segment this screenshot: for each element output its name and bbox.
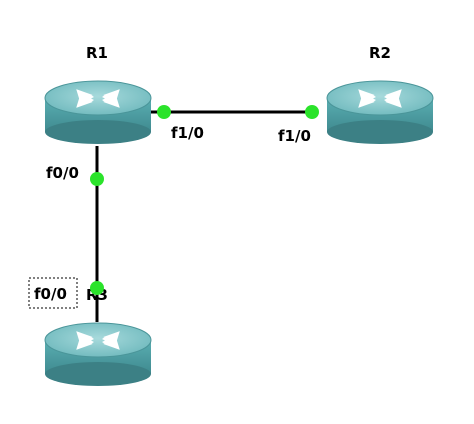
port-label-r1-f0-0: f0/0	[46, 164, 79, 182]
port-label-r3-f0-0-selected[interactable]: f0/0	[28, 277, 78, 309]
port-label-r1-f1-0: f1/0	[171, 124, 204, 142]
port-r2-f1-0-status-dot	[305, 105, 319, 119]
selection-box	[28, 277, 78, 309]
router-icon	[326, 80, 434, 145]
router-icon	[44, 80, 152, 145]
router-r2[interactable]: R2	[326, 44, 434, 145]
router-icon	[44, 322, 152, 387]
port-r1-f0-0-status-dot	[90, 172, 104, 186]
router-r1[interactable]: R1	[44, 44, 152, 145]
port-label-r3-f0-0: f0/0	[34, 285, 67, 303]
router-r2-label: R2	[369, 44, 391, 62]
port-r1-f1-0-status-dot	[157, 105, 171, 119]
port-label-r2-f1-0: f1/0	[278, 127, 311, 145]
port-r3-f0-0-status-dot	[90, 281, 104, 295]
router-r1-label: R1	[86, 44, 108, 62]
